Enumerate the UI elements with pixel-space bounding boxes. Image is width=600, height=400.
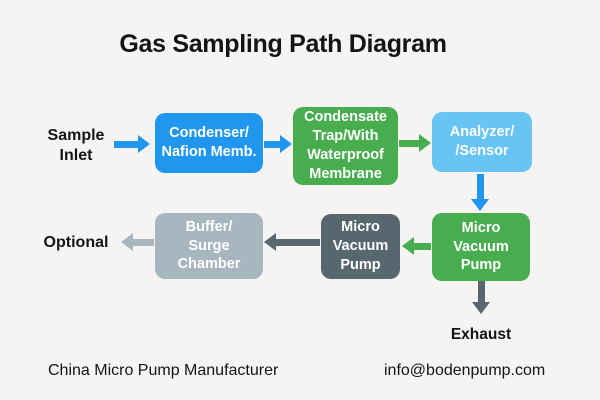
flow-arrow-right-icon — [114, 135, 150, 153]
flow-arrow-down-icon — [471, 174, 489, 211]
footer-manufacturer-text: China Micro Pump Manufacturer — [48, 362, 279, 379]
node-vacuum-pump-dark: Micro Vacuum Pump — [321, 214, 400, 279]
node-vacuum-pump-green: Micro Vacuum Pump — [432, 213, 530, 281]
page-title: Gas Sampling Path Diagram — [119, 30, 447, 58]
footer-email-text: info@bodenpump.com — [384, 362, 546, 379]
exhaust-label: Exhaust — [450, 326, 512, 343]
flow-arrow-left-icon — [264, 233, 320, 251]
flow-arrow-left-icon — [121, 233, 154, 251]
flow-arrow-right-icon — [399, 134, 431, 152]
flow-arrow-left-icon — [402, 237, 431, 255]
node-condenser: Condenser/ Nafion Memb. — [155, 113, 263, 173]
node-analyzer: Analyzer/ /Sensor — [432, 112, 532, 172]
flow-arrow-down-icon — [472, 281, 490, 314]
optional-label: Optional — [43, 234, 109, 251]
node-buffer-chamber: Buffer/ Surge Chamber — [155, 213, 263, 279]
node-condensate-trap: Condensate Trap/With Waterproof Membrane — [293, 107, 398, 185]
sample-inlet-label: Sample Inlet — [47, 127, 105, 164]
flow-arrow-right-icon — [264, 135, 292, 153]
